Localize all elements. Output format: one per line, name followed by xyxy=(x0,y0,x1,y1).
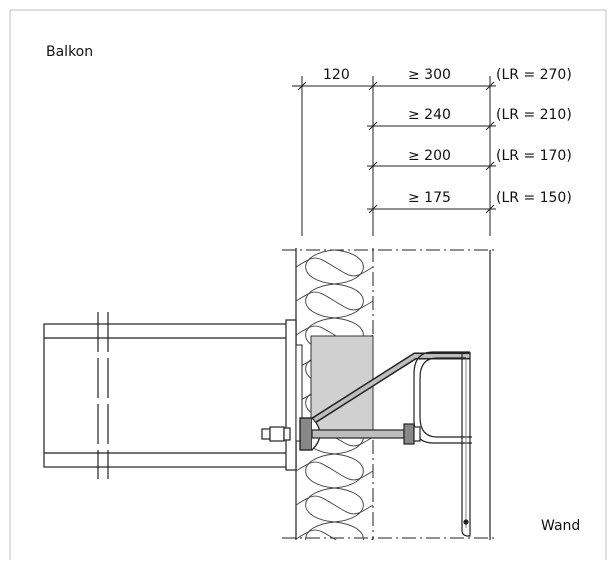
insulation-wave xyxy=(296,495,373,515)
dim-row-3-min: ≥ 200 xyxy=(408,148,451,164)
dim-row-1-lr: (LR = 270) xyxy=(496,67,572,83)
dim-row-3-lr: (LR = 170) xyxy=(496,148,572,164)
insulation-wave xyxy=(305,521,335,540)
insulation-wave xyxy=(296,461,373,481)
tension-bolt xyxy=(261,417,421,451)
insulation-wave xyxy=(334,249,364,285)
dim-row-2-lr: (LR = 210) xyxy=(496,107,572,123)
insulation-wave xyxy=(305,453,335,489)
insulation-wave xyxy=(296,529,373,540)
insulation-wave xyxy=(334,283,364,319)
dim-row-4-min: ≥ 175 xyxy=(408,190,451,206)
wall-anchor-bracket xyxy=(413,351,472,537)
insulation-wave xyxy=(334,487,364,523)
insulation-wave xyxy=(305,487,335,523)
insulation-wave xyxy=(305,249,335,285)
label-balkon: Balkon xyxy=(46,44,93,60)
insulation-wave xyxy=(334,453,364,489)
insulation-wave xyxy=(305,283,335,319)
balcony-steel-beam xyxy=(43,312,288,479)
end-plate xyxy=(285,319,297,471)
insulation-wave xyxy=(296,291,373,311)
dim-row-4-lr: (LR = 150) xyxy=(496,190,572,206)
dim-insulation: 120 xyxy=(323,67,350,83)
insulation-wave xyxy=(296,257,373,277)
dimension-lines xyxy=(292,76,496,236)
dim-row-1-min: ≥ 300 xyxy=(408,67,451,83)
shim-plate xyxy=(295,344,303,442)
frame-border xyxy=(10,9,607,560)
dim-row-2-min: ≥ 240 xyxy=(408,107,451,123)
diagonal-compression-bar xyxy=(303,352,470,429)
insulation-wave xyxy=(334,521,364,540)
label-wand: Wand xyxy=(541,518,580,534)
